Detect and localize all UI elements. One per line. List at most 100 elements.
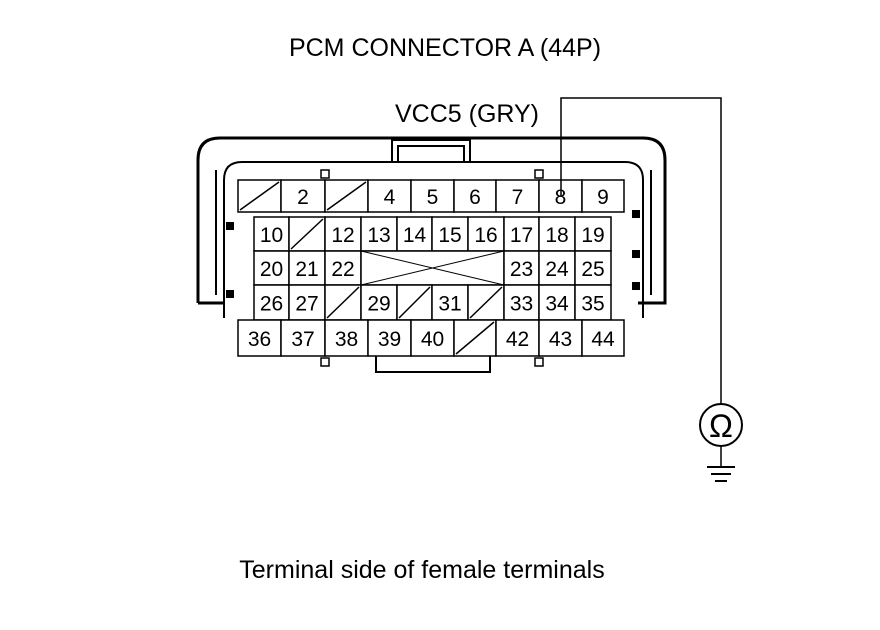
connector-inner-shell	[223, 161, 644, 318]
terminal-number-37: 37	[291, 328, 314, 351]
terminal-number-35: 35	[581, 293, 604, 316]
terminal-20: 20	[253, 250, 290, 286]
terminal-number-43: 43	[549, 328, 572, 351]
terminal-number-26: 26	[260, 293, 283, 316]
terminal-2: 2	[280, 179, 326, 213]
terminal-26: 26	[253, 284, 290, 321]
terminal-number-17: 17	[510, 224, 533, 247]
terminal-15: 15	[431, 216, 469, 252]
terminal-21: 21	[288, 250, 326, 286]
terminal-number-22: 22	[331, 258, 354, 281]
terminal-31: 31	[431, 284, 469, 321]
terminal-number-25: 25	[581, 258, 604, 281]
terminal-number-6: 6	[469, 186, 481, 209]
terminal-number-34: 34	[545, 293, 569, 316]
diagram-title: PCM CONNECTOR A (44P)	[289, 34, 601, 62]
guide-notch-bottom-right	[534, 357, 544, 367]
terminal-40: 40	[410, 319, 455, 357]
terminal-38: 38	[324, 319, 369, 357]
terminal-number-14: 14	[403, 224, 427, 247]
terminal-cavity-empty	[237, 179, 282, 213]
terminal-number-12: 12	[331, 224, 354, 247]
terminal-6: 6	[453, 179, 497, 213]
terminal-number-13: 13	[367, 224, 390, 247]
terminal-10: 10	[253, 216, 290, 252]
diagram-caption: Terminal side of female terminals	[239, 556, 604, 584]
terminal-number-44: 44	[591, 328, 615, 351]
terminal-number-19: 19	[581, 224, 604, 247]
ground-icon	[707, 466, 735, 482]
terminal-number-20: 20	[260, 258, 283, 281]
terminal-36: 36	[237, 319, 282, 357]
terminal-12: 12	[324, 216, 362, 252]
terminal-29: 29	[360, 284, 398, 321]
terminal-18: 18	[538, 216, 576, 252]
terminal-number-40: 40	[421, 328, 444, 351]
terminal-number-21: 21	[295, 258, 318, 281]
terminal-35: 35	[574, 284, 612, 321]
connector-bottom-key	[375, 356, 491, 373]
connector-lock-tab	[391, 139, 471, 162]
terminal-cavity-blocked	[360, 250, 505, 286]
terminal-cavity-empty	[467, 284, 505, 321]
terminal-number-5: 5	[427, 186, 439, 209]
terminal-number-33: 33	[510, 293, 533, 316]
terminal-cavity-empty	[324, 284, 362, 321]
terminal-number-27: 27	[295, 293, 318, 316]
terminal-16: 16	[467, 216, 505, 252]
ohmmeter-icon: Ω	[699, 403, 743, 447]
terminal-7: 7	[495, 179, 540, 213]
terminal-number-23: 23	[510, 258, 533, 281]
guide-notch-top-right	[534, 169, 544, 179]
terminal-5: 5	[410, 179, 455, 213]
terminal-cavity-empty	[288, 216, 326, 252]
terminal-number-4: 4	[384, 186, 396, 209]
terminal-22: 22	[324, 250, 362, 286]
terminal-cavity-empty	[324, 179, 369, 213]
terminal-number-29: 29	[367, 293, 390, 316]
terminal-number-31: 31	[438, 293, 461, 316]
terminal-number-7: 7	[512, 186, 524, 209]
terminal-cavity-empty	[396, 284, 433, 321]
terminal-number-42: 42	[506, 328, 529, 351]
terminal-number-39: 39	[378, 328, 401, 351]
terminal-number-38: 38	[335, 328, 358, 351]
guide-notch-top-left	[320, 169, 330, 179]
wire-label: VCC5 (GRY)	[395, 100, 539, 128]
connector-outer-shell	[196, 136, 667, 305]
terminal-14: 14	[396, 216, 433, 252]
terminal-39: 39	[367, 319, 412, 357]
terminal-number-18: 18	[545, 224, 568, 247]
terminal-number-36: 36	[248, 328, 271, 351]
side-marker-right-1	[632, 210, 640, 218]
guide-notch-bottom-left	[320, 357, 330, 367]
terminal-27: 27	[288, 284, 326, 321]
terminal-24: 24	[538, 250, 576, 286]
terminal-number-10: 10	[260, 224, 283, 247]
terminal-25: 25	[574, 250, 612, 286]
terminal-9: 9	[581, 179, 625, 213]
terminal-number-24: 24	[545, 258, 569, 281]
side-marker-right-2	[632, 250, 640, 258]
terminal-44: 44	[581, 319, 625, 357]
terminal-number-16: 16	[474, 224, 497, 247]
side-marker-right-3	[632, 282, 640, 290]
terminal-number-8: 8	[555, 186, 567, 209]
ohm-symbol: Ω	[709, 408, 733, 444]
terminal-23: 23	[503, 250, 540, 286]
terminal-number-2: 2	[297, 186, 309, 209]
terminal-4: 4	[367, 179, 412, 213]
terminal-17: 17	[503, 216, 540, 252]
terminal-13: 13	[360, 216, 398, 252]
terminal-43: 43	[538, 319, 583, 357]
terminal-cavity-empty	[453, 319, 497, 357]
side-marker-left-1	[226, 222, 234, 230]
terminal-33: 33	[503, 284, 540, 321]
side-marker-left-2	[226, 290, 234, 298]
terminal-19: 19	[574, 216, 612, 252]
terminal-number-9: 9	[597, 186, 609, 209]
terminal-34: 34	[538, 284, 576, 321]
terminal-37: 37	[280, 319, 326, 357]
